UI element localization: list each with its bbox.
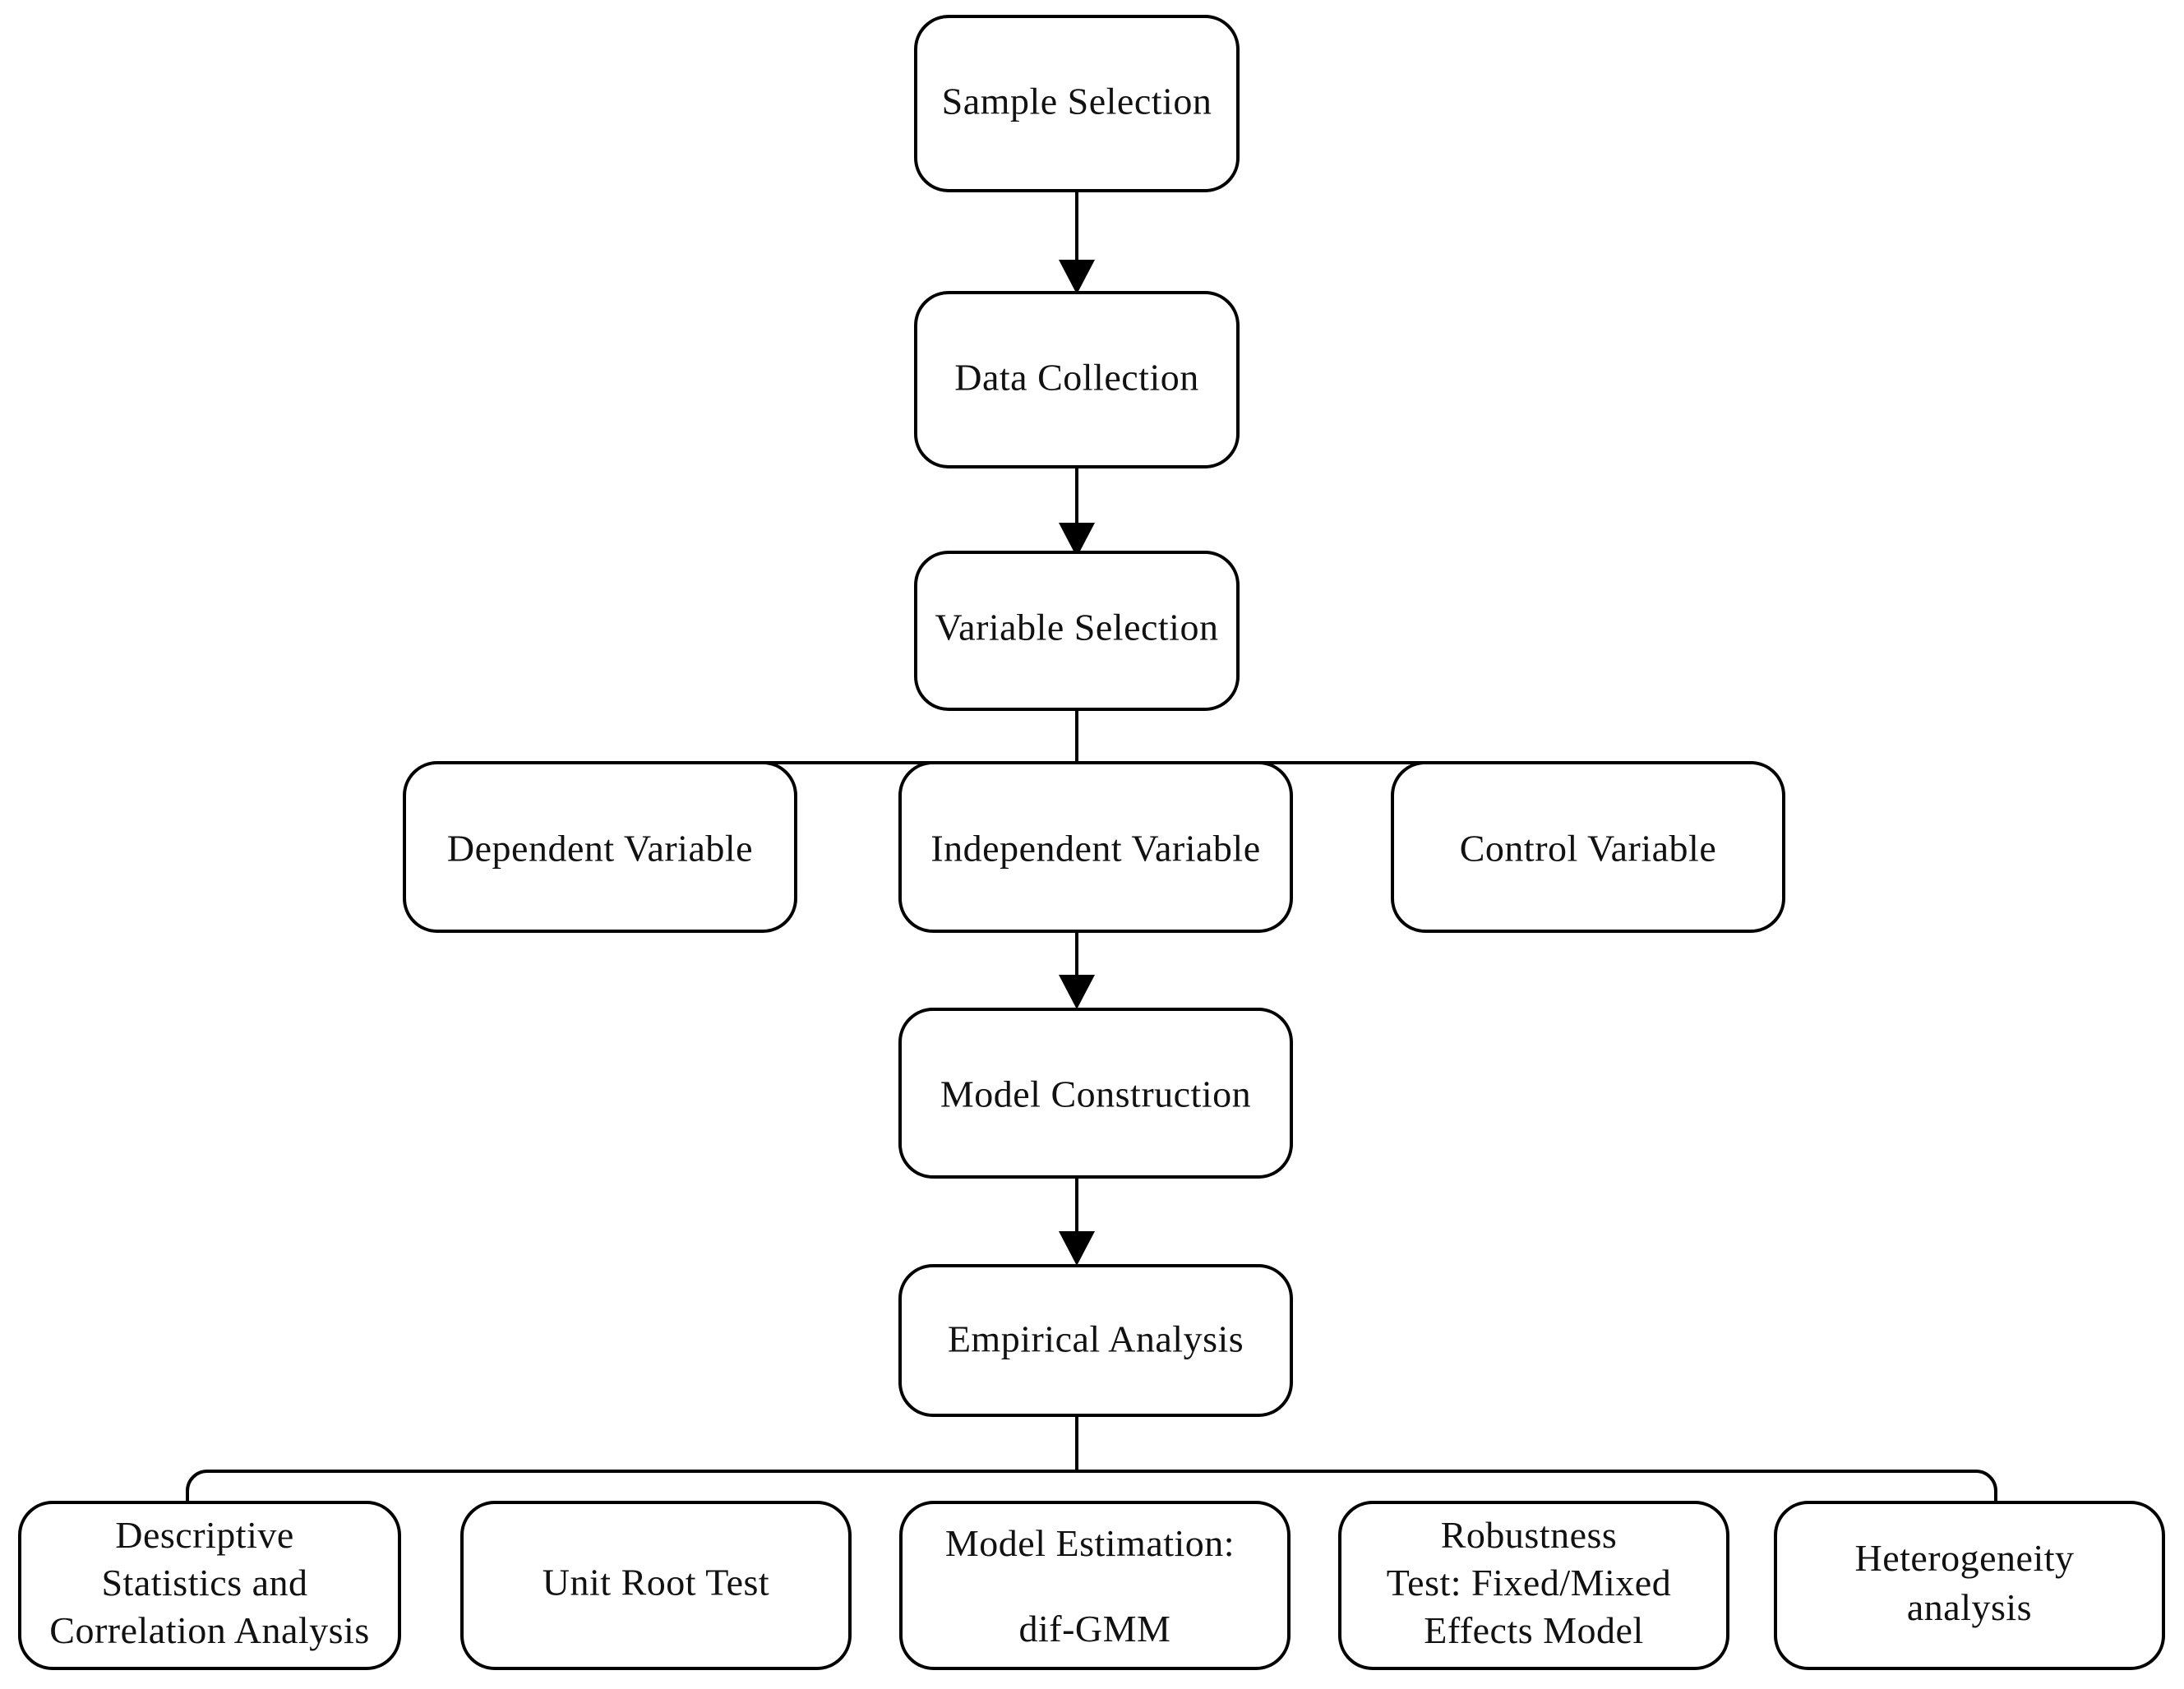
node-robustness-test[interactable]: Robustness Test: Fixed/Mixed Effects Mod…	[1338, 1501, 1729, 1670]
node-dependent-variable-box[interactable]	[403, 761, 797, 933]
node-descriptive-statistics-box[interactable]	[18, 1501, 401, 1670]
node-robustness-test-label: Robustness Test: Fixed/Mixed Effects Mod…	[1387, 1514, 1681, 1651]
node-variable-selection-label: Variable Selection	[935, 607, 1219, 648]
node-heterogeneity-analysis[interactable]: Heterogeneity analysis	[1774, 1501, 2165, 1670]
node-heterogeneity-analysis-box[interactable]	[1774, 1501, 2165, 1670]
node-variable-selection[interactable]: Variable Selection	[914, 551, 1240, 711]
node-model-estimation[interactable]: Model Estimation: dif-GMM	[899, 1501, 1291, 1670]
node-independent-variable[interactable]: Independent Variable	[898, 761, 1293, 933]
node-unit-root-test-label: Unit Root Test	[543, 1562, 769, 1604]
node-data-collection-box[interactable]	[914, 291, 1240, 468]
node-sample-selection[interactable]: Sample Selection	[914, 15, 1240, 192]
node-dependent-variable-label: Dependent Variable	[447, 828, 753, 870]
node-model-construction-box[interactable]	[898, 1008, 1293, 1179]
node-data-collection-label: Data Collection	[954, 357, 1198, 399]
node-descriptive-statistics[interactable]: Descriptive Statistics and Correlation A…	[18, 1501, 401, 1670]
node-empirical-analysis-box[interactable]	[898, 1264, 1293, 1417]
node-control-variable-label: Control Variable	[1460, 828, 1716, 870]
node-data-collection[interactable]: Data Collection	[914, 291, 1240, 468]
node-model-construction[interactable]: Model Construction	[898, 1008, 1293, 1179]
arrowhead-data-collection	[1059, 260, 1095, 294]
node-model-construction-label: Model Construction	[940, 1073, 1251, 1115]
node-sample-selection-label: Sample Selection	[942, 81, 1212, 122]
node-layer: Sample Selection Data Collection Variabl…	[18, 15, 2165, 1670]
arrowhead-variable-selection	[1059, 523, 1095, 557]
node-control-variable-box[interactable]	[1391, 761, 1785, 933]
arrowhead-empirical-analysis	[1059, 1231, 1095, 1266]
node-heterogeneity-analysis-label: Heterogeneity analysis	[1854, 1537, 2084, 1628]
node-robustness-test-box[interactable]	[1338, 1501, 1729, 1670]
node-variable-selection-box[interactable]	[914, 551, 1240, 711]
node-control-variable[interactable]: Control Variable	[1391, 761, 1785, 933]
node-empirical-analysis-label: Empirical Analysis	[948, 1318, 1244, 1360]
arrowhead-model-construction	[1059, 975, 1095, 1009]
node-unit-root-test[interactable]: Unit Root Test	[460, 1501, 852, 1670]
node-independent-variable-label: Independent Variable	[930, 828, 1260, 870]
edge-empirical-analysis-bracket	[186, 1470, 1997, 1502]
node-descriptive-statistics-label: Descriptive Statistics and Correlation A…	[49, 1514, 369, 1651]
node-model-estimation-box[interactable]	[899, 1501, 1291, 1670]
node-model-estimation-label: Model Estimation: dif-GMM	[945, 1522, 1244, 1650]
node-dependent-variable[interactable]: Dependent Variable	[403, 761, 797, 933]
node-unit-root-test-box[interactable]	[460, 1501, 852, 1670]
node-sample-selection-box[interactable]	[914, 15, 1240, 192]
node-independent-variable-box[interactable]	[898, 761, 1293, 933]
node-empirical-analysis[interactable]: Empirical Analysis	[898, 1264, 1293, 1417]
